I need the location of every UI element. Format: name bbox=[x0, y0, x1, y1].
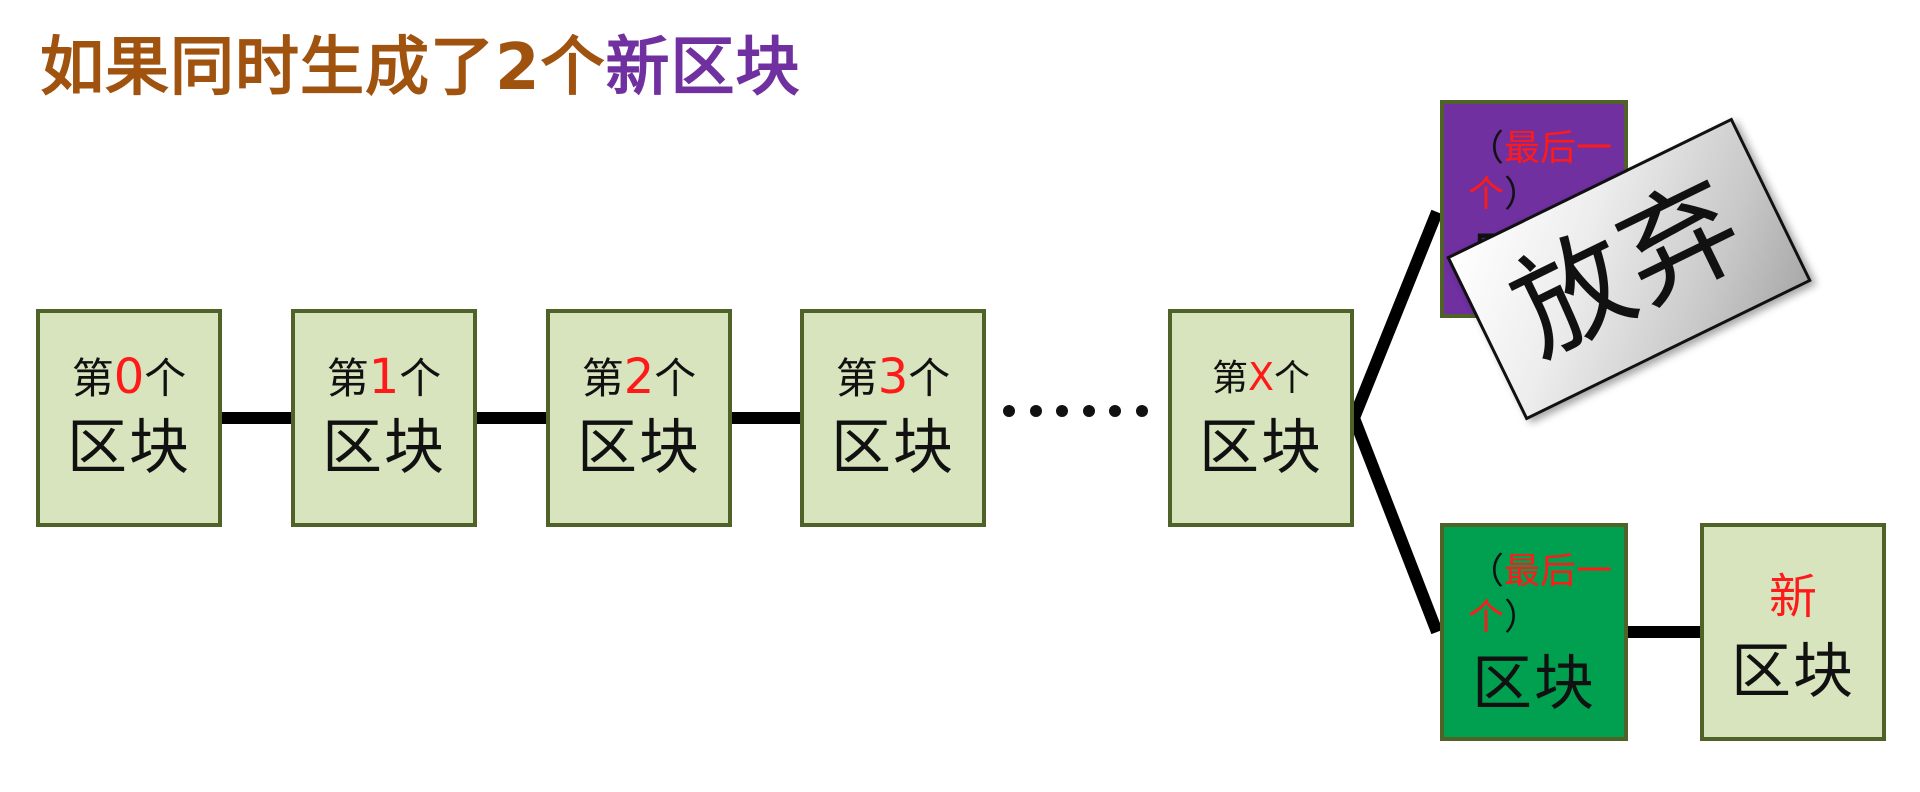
block-number: 2 bbox=[623, 349, 655, 405]
block-x: 第X个 区块 bbox=[1168, 309, 1354, 527]
block-label: 区块 bbox=[67, 413, 191, 483]
block-number: X bbox=[1247, 355, 1275, 399]
new-block-line1: 新 bbox=[1768, 569, 1817, 625]
block-number: 1 bbox=[368, 349, 400, 405]
block-3: 第3个 区块 bbox=[800, 309, 986, 527]
block-2: 第2个 区块 bbox=[546, 309, 732, 527]
block-label: 区块 bbox=[1472, 649, 1596, 719]
fork-link-lower bbox=[1348, 415, 1443, 635]
block-1: 第1个 区块 bbox=[291, 309, 477, 527]
ellipsis-dots bbox=[1003, 405, 1148, 425]
block-label: 区块 bbox=[1199, 413, 1323, 483]
block-label: 区块 bbox=[831, 413, 955, 483]
block-0: 第0个 区块 bbox=[36, 309, 222, 527]
block-number: 0 bbox=[113, 349, 145, 405]
title-accent: 新区块 bbox=[605, 31, 801, 105]
new-block: 新 区块 bbox=[1700, 523, 1886, 741]
title-main: 如果同时生成了2个 bbox=[40, 31, 606, 105]
new-block-line2: 区块 bbox=[1731, 637, 1855, 707]
block-number: 3 bbox=[877, 349, 909, 405]
diagram-title: 如果同时生成了2个新区块 bbox=[40, 24, 801, 112]
block-label: 区块 bbox=[322, 413, 446, 483]
fork-link-upper bbox=[1348, 209, 1443, 421]
block-label: 区块 bbox=[577, 413, 701, 483]
kept-last-block: （最后一个） 区块 bbox=[1440, 523, 1628, 741]
